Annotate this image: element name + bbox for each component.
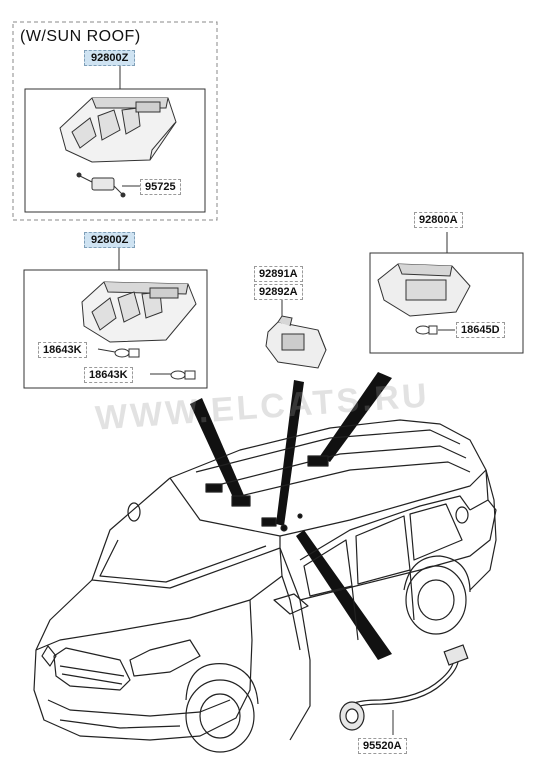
- rear-lamp-illustration: [377, 263, 471, 335]
- label-rear-lamp-assembly[interactable]: 92800A: [414, 212, 463, 228]
- harness-illustration: [339, 644, 469, 731]
- label-bulb-lower[interactable]: 18643K: [84, 367, 133, 383]
- center-lamp-illustration: [265, 315, 327, 369]
- callout-wedges: [190, 372, 392, 660]
- label-sunroof-assembly[interactable]: 92800Z: [84, 50, 136, 66]
- label-rear-lamp-bulb[interactable]: 18645D: [456, 322, 505, 338]
- standard-console-illustration: [81, 281, 197, 343]
- label-center-lamp-a[interactable]: 92891A: [254, 266, 303, 282]
- sunroof-console-illustration: [59, 97, 177, 163]
- label-standard-assembly[interactable]: 92800Z: [84, 232, 136, 248]
- label-harness[interactable]: 95520A: [358, 738, 407, 754]
- connector-95725-illustration: [76, 172, 126, 198]
- label-connector-95725[interactable]: 95725: [140, 179, 181, 195]
- bulb-illustrations: [114, 348, 196, 380]
- vehicle-illustration: [33, 419, 497, 753]
- standard-assembly-box: [23, 269, 208, 389]
- sunroof-assembly-box: [24, 88, 206, 213]
- label-bulb-upper[interactable]: 18643K: [38, 342, 87, 358]
- sunroof-group-frame: [12, 21, 218, 221]
- sunroof-group-title: (W/SUN ROOF): [20, 28, 141, 45]
- label-center-lamp-b[interactable]: 92892A: [254, 284, 303, 300]
